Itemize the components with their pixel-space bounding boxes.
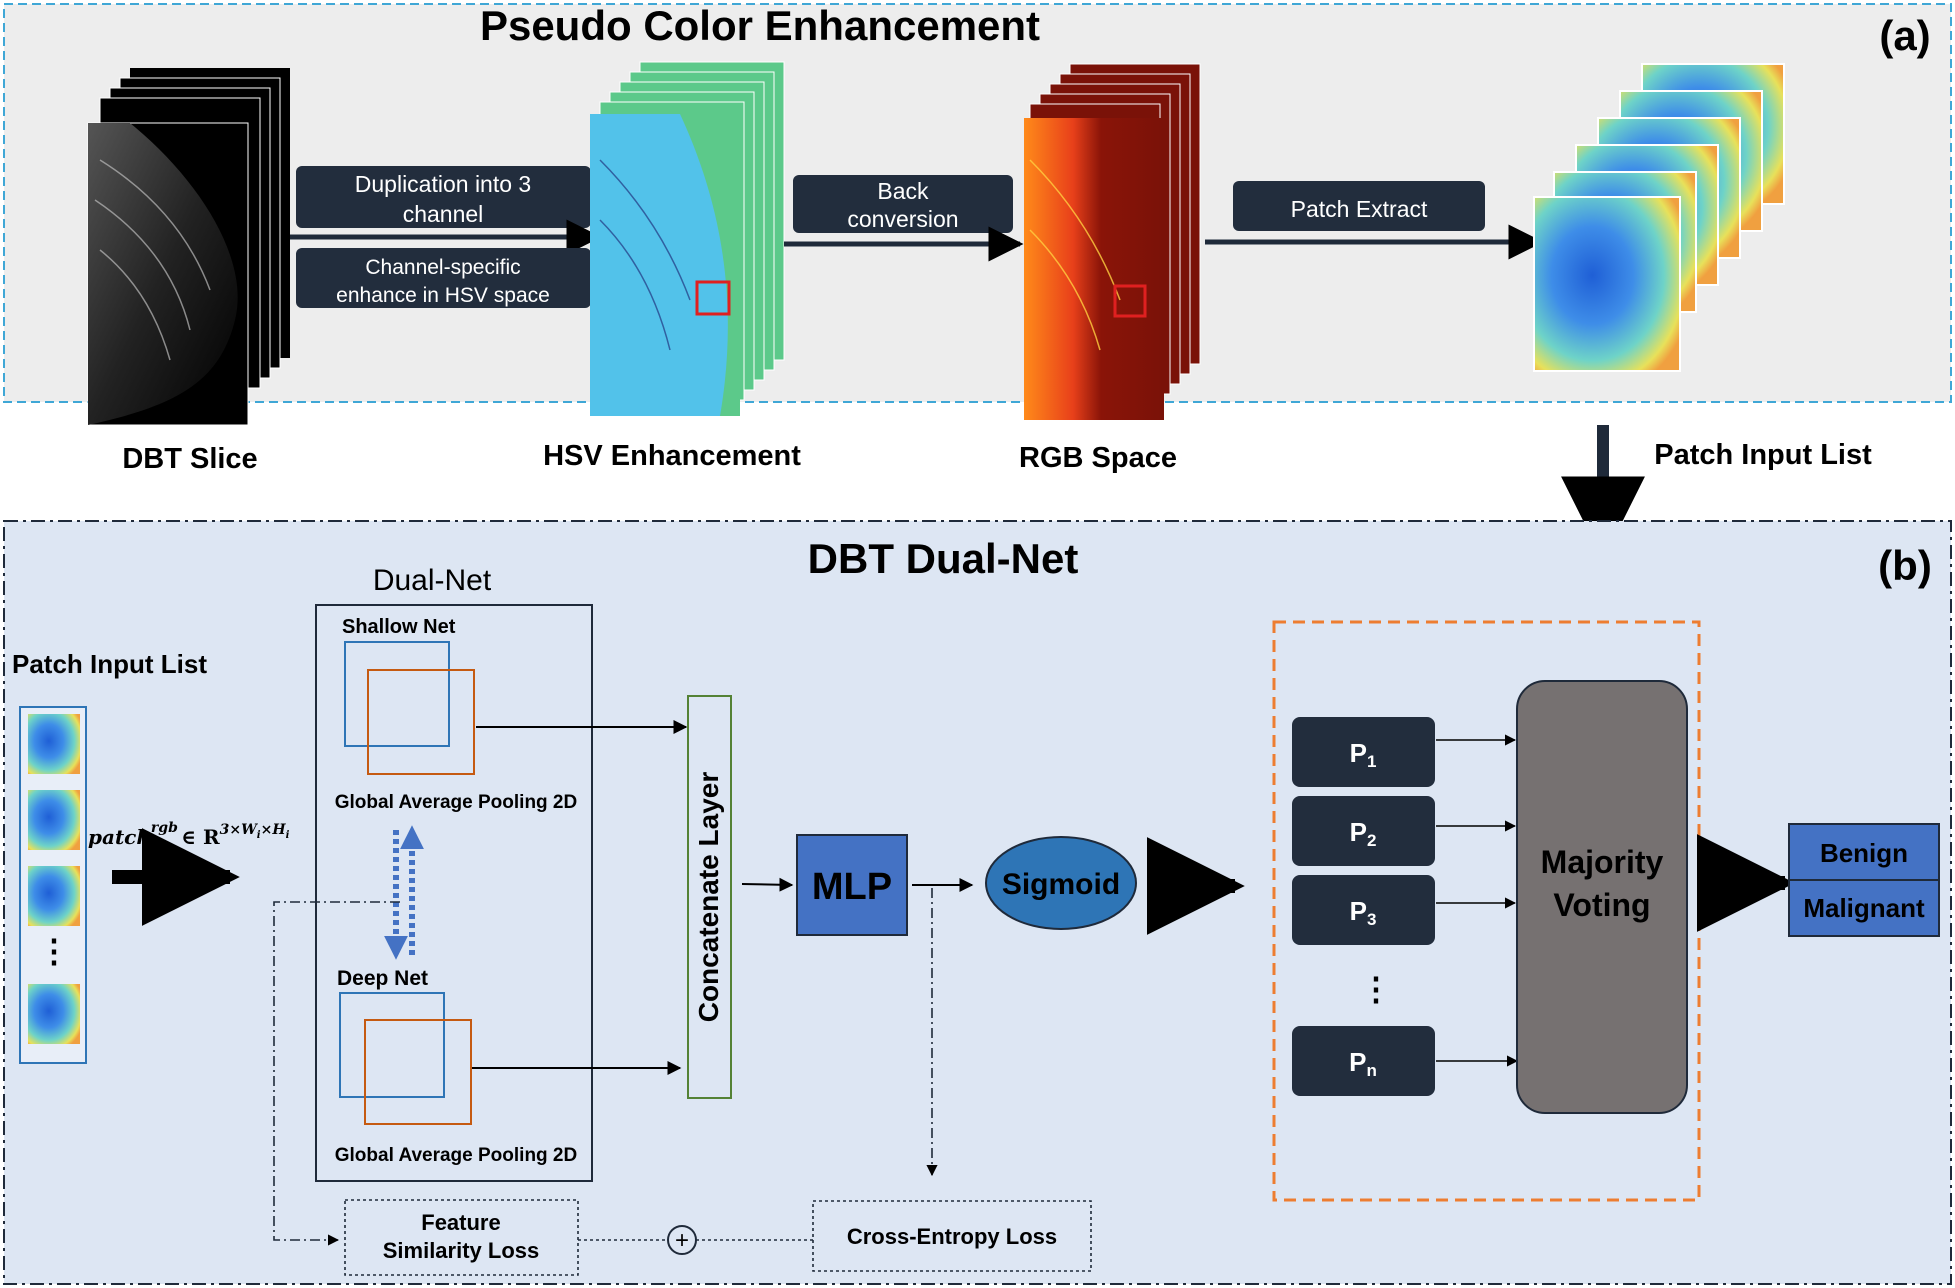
rgb-space-label: RGB Space	[1019, 442, 1177, 474]
channel-specific-step-box	[296, 248, 591, 308]
dual-net-frame	[315, 604, 593, 1182]
feature-loss-line2: Similarity Loss	[383, 1238, 540, 1263]
concatenate-layer-label: Concatenate Layer	[693, 772, 724, 1023]
patch-thumbnail	[28, 790, 80, 850]
probability-boxes: P1 P2 P3 ⋮ Pn	[1292, 717, 1435, 1096]
dual-net-title: Dual-Net	[373, 564, 492, 597]
panel-a-title: Pseudo Color Enhancement	[480, 2, 1040, 49]
duplication-step-box	[296, 166, 591, 228]
shallow-net-square-orange	[367, 669, 475, 775]
back-conversion-step-box	[793, 175, 1013, 233]
majority-voting-line2: Voting	[1553, 887, 1650, 923]
shallow-net-label: Shallow Net	[342, 616, 456, 638]
prob-box-p3	[1292, 875, 1435, 945]
panel-b-title: DBT Dual-Net	[808, 535, 1079, 582]
patch-input-list-label-a: Patch Input List	[1654, 439, 1872, 471]
arrow-concat-to-mlp	[741, 877, 794, 892]
plus-sign: +	[675, 1227, 689, 1254]
prob-label-p3: P3	[1350, 896, 1377, 929]
rgb-space-stack	[1024, 63, 1201, 420]
concatenate-layer-box	[687, 695, 732, 1099]
feature-similarity-loss-box	[344, 1199, 579, 1276]
malignant-box	[1788, 879, 1940, 937]
cross-entropy-loss-box	[812, 1200, 1092, 1272]
feature-loss-line1: Feature	[421, 1210, 500, 1235]
mlp-box	[796, 834, 908, 936]
duplication-step-line2: channel	[403, 201, 484, 227]
hsv-enhancement-stack	[590, 61, 785, 416]
patch-extract-label: Patch Extract	[1291, 196, 1428, 222]
patch-input-list-label-b: Patch Input List	[12, 649, 207, 679]
benign-box	[1788, 823, 1940, 881]
prob-ellipsis: ⋮	[1360, 971, 1392, 1007]
duplication-step-line1: Duplication into 3	[355, 171, 531, 197]
cross-entropy-loss-label: Cross-Entropy Loss	[847, 1224, 1057, 1249]
patch-list-ellipsis: ⋮	[38, 933, 70, 969]
channel-specific-line2: enhance in HSV space	[336, 284, 550, 307]
deep-net-square-orange	[364, 1019, 472, 1125]
feature-loss-connector	[273, 901, 400, 1246]
majority-voting-box	[1516, 680, 1688, 1114]
patch-thumbnail	[28, 714, 80, 774]
benign-label: Benign	[1820, 838, 1908, 868]
prob-label-pn: Pn	[1349, 1047, 1377, 1080]
prob-label-p1: P1	[1350, 738, 1377, 771]
dbt-slice-label: DBT Slice	[122, 443, 257, 475]
sigmoid-node	[985, 836, 1137, 930]
prob-label-p2: P2	[1350, 817, 1377, 850]
patch-stack	[1533, 63, 1785, 372]
prob-box-pn	[1292, 1026, 1435, 1096]
mlp-label: MLP	[812, 866, 892, 908]
patch-extract-step-box	[1233, 181, 1485, 231]
panel-b-label: (b)	[1878, 542, 1932, 589]
malignant-label: Malignant	[1803, 893, 1925, 923]
panel-a-label: (a)	[1879, 12, 1930, 59]
back-conversion-line2: conversion	[847, 206, 958, 232]
sigmoid-label: Sigmoid	[1002, 868, 1120, 901]
patch-thumbnail	[28, 866, 80, 926]
gap-label-bottom: Global Average Pooling 2D	[335, 1145, 577, 1166]
channel-specific-line1: Channel-specific	[365, 256, 520, 279]
prob-box-p1	[1292, 717, 1435, 787]
hsv-enhancement-label: HSV Enhancement	[543, 440, 801, 472]
back-conversion-line1: Back	[877, 178, 929, 204]
deep-net-label: Deep Net	[337, 967, 428, 990]
prob-box-p2	[1292, 796, 1435, 866]
patch-thumbnail	[28, 984, 80, 1044]
shallow-net-square-blue	[344, 641, 450, 747]
majority-voting-line1: Majority	[1541, 844, 1664, 880]
gap-label-top: Global Average Pooling 2D	[335, 792, 577, 813]
deep-net-square-blue	[339, 992, 445, 1098]
dbt-slice-stack	[87, 68, 290, 426]
